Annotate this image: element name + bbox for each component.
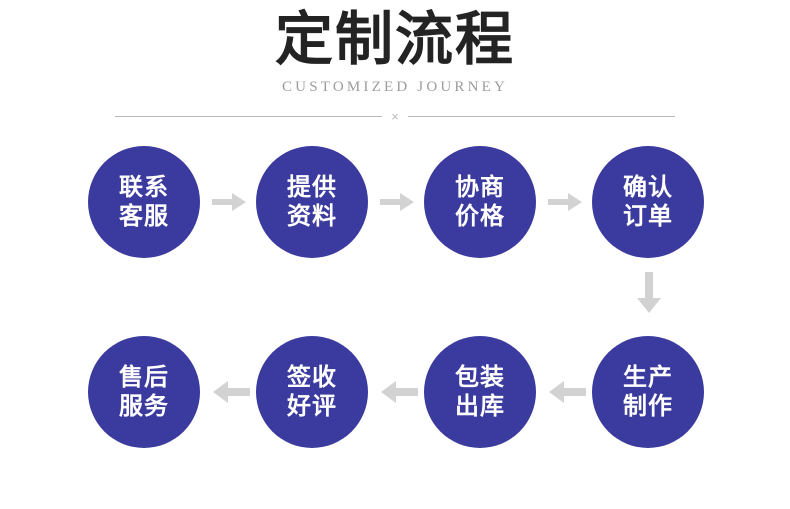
process-step-provide-materials[interactable]: 提供 资料	[256, 146, 368, 258]
arrow-down-icon	[636, 272, 662, 314]
step-label-line1: 售后	[119, 363, 169, 391]
arrow-right-icon-3	[548, 190, 586, 214]
process-step-confirm-order[interactable]: 确认 订单	[592, 146, 704, 258]
page-title: 定制流程	[274, 5, 515, 73]
step-label-line1: 包装	[455, 363, 505, 391]
process-step-negotiate-price[interactable]: 协商 价格	[424, 146, 536, 258]
step-label-line1: 签收	[287, 363, 337, 391]
step-label-line1: 联系	[119, 173, 169, 201]
process-step-production-manufacturing[interactable]: 生产 制作	[592, 336, 704, 448]
process-flow: 联系 客服 提供 资料 协商 价格	[0, 140, 790, 455]
process-step-packaging-shipping[interactable]: 包装 出库	[424, 336, 536, 448]
step-label-line1: 协商	[455, 173, 505, 201]
step-label-line1: 确认	[623, 173, 673, 201]
step-label-line2: 价格	[455, 202, 505, 230]
arrow-right-icon-2	[380, 190, 418, 214]
step-label-line2: 订单	[623, 202, 673, 230]
step-label-line2: 客服	[119, 202, 169, 230]
arrow-left-icon-3	[548, 380, 586, 404]
process-step-sign-and-review[interactable]: 签收 好评	[256, 336, 368, 448]
process-flow-row-bottom: 售后 服务 签收 好评 包装 出库	[0, 330, 790, 455]
arrow-left-icon-2	[380, 380, 418, 404]
divider: ×	[115, 109, 675, 123]
arrow-left-icon-1	[212, 380, 250, 404]
process-step-contact-service[interactable]: 联系 客服	[88, 146, 200, 258]
step-label-line1: 生产	[623, 363, 673, 391]
divider-line-right	[407, 115, 675, 117]
arrow-right-icon-1	[212, 190, 250, 214]
header: 定制流程 CUSTOMIZED JOURNEY	[0, 0, 790, 97]
page-subtitle: CUSTOMIZED JOURNEY	[281, 79, 509, 95]
step-label-line2: 出库	[455, 392, 505, 420]
step-label-line2: 制作	[623, 392, 673, 420]
step-label-line1: 提供	[287, 173, 337, 201]
step-label-line2: 服务	[119, 392, 169, 420]
step-label-line2: 资料	[287, 202, 337, 230]
step-label-line2: 好评	[287, 392, 337, 420]
process-flow-row-top: 联系 客服 提供 资料 协商 价格	[0, 140, 790, 265]
process-step-after-sales-service[interactable]: 售后 服务	[88, 336, 200, 448]
divider-line-left	[115, 115, 383, 117]
divider-x-icon: ×	[391, 108, 399, 124]
